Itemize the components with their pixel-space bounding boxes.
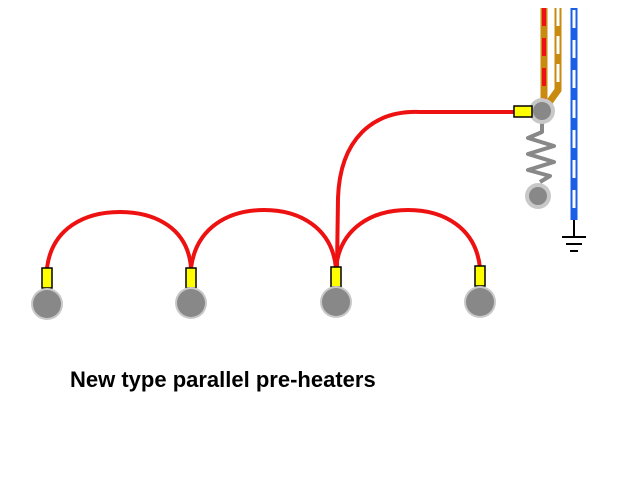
terminal-top bbox=[529, 98, 555, 124]
feed-connector bbox=[513, 105, 533, 118]
jumper-wire-3-4 bbox=[334, 207, 482, 269]
feed-wires bbox=[540, 8, 578, 236]
resistor-coil-icon bbox=[526, 122, 556, 184]
plug-connector bbox=[41, 267, 53, 289]
main-feed-wire bbox=[335, 109, 515, 269]
terminal-bottom bbox=[525, 183, 551, 209]
plug-connector bbox=[330, 266, 342, 288]
jumper-wire-2-3 bbox=[189, 207, 338, 269]
jumper-wire-1-2 bbox=[45, 209, 193, 269]
heater-plug-4 bbox=[464, 265, 496, 318]
heater-plug-1 bbox=[31, 267, 63, 320]
jumper-wires bbox=[45, 207, 482, 269]
diagram-caption: New type parallel pre-heaters bbox=[70, 367, 376, 392]
plug-connector bbox=[474, 265, 486, 287]
heater-plug-3 bbox=[320, 266, 352, 318]
plug-connector bbox=[185, 267, 197, 289]
heater-plug-2 bbox=[175, 267, 207, 319]
feed-wire-brown-white bbox=[545, 8, 562, 107]
ground-symbol-icon bbox=[562, 236, 586, 252]
